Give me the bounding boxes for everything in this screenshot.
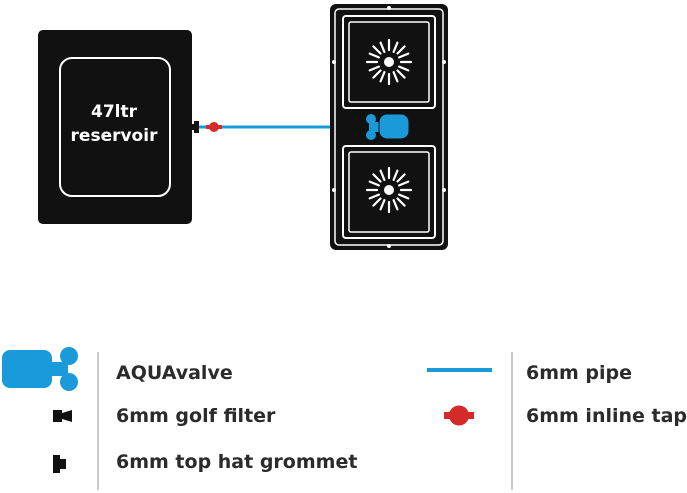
pot-bottom — [342, 145, 436, 239]
reservoir-body — [38, 30, 192, 224]
inline-tap-icon — [206, 122, 222, 132]
drainage-icon — [365, 166, 413, 214]
legend-label-pipe: 6mm pipe — [526, 362, 633, 384]
top-hat-grommet-icon — [176, 120, 186, 134]
drainage-icon — [365, 38, 413, 86]
legend-aquavalve-icon — [2, 347, 78, 391]
aquavalve-icon — [365, 113, 410, 141]
legend-inline-tap-icon — [444, 405, 474, 426]
legend-golf-filter-icon — [53, 410, 72, 422]
reservoir-label-capacity: 47ltr — [91, 102, 137, 122]
reservoir — [38, 30, 192, 224]
pot-top — [342, 15, 436, 109]
golf-filter-icon — [188, 121, 199, 133]
legend-top-hat-grommet-icon — [53, 455, 66, 473]
legend-label-inline-tap: 6mm inline tap — [526, 405, 687, 427]
reservoir-label: 47ltr reservoir — [60, 100, 168, 148]
legend-label-top-hat-grommet: 6mm top hat grommet — [116, 451, 358, 473]
reservoir-label-name: reservoir — [70, 126, 158, 146]
tray-unit — [330, 4, 448, 250]
reservoir-inner-outline — [59, 57, 171, 197]
legend-label-golf-filter: 6mm golf filter — [116, 405, 276, 427]
legend-divider-left — [97, 352, 99, 490]
legend-label-aquavalve: AQUAvalve — [116, 362, 233, 384]
legend-divider-right — [511, 352, 513, 490]
